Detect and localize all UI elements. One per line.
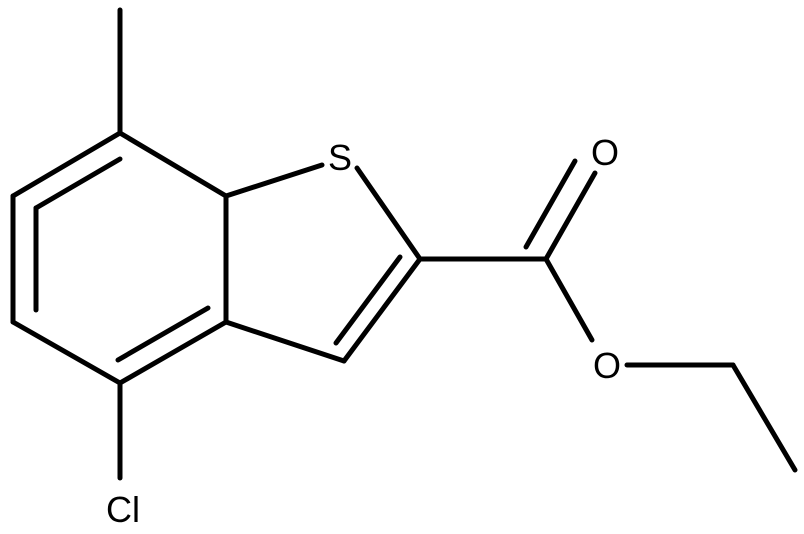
carbonyl-oxygen-label: O xyxy=(591,132,619,173)
ester-oxygen-label: O xyxy=(593,345,621,386)
bond-carbonyl-b xyxy=(523,158,578,250)
bond-c4-c4-inner xyxy=(115,305,211,363)
bond-c2-c3 xyxy=(341,256,423,364)
bond-ch2-ch3 xyxy=(730,362,798,473)
bond-carbonyl-a xyxy=(543,170,598,262)
bond-c7-c7a xyxy=(117,130,229,199)
bond-ccarbonyl-oester xyxy=(543,256,595,343)
sulfur-atom-label: S xyxy=(328,137,352,178)
bond-c3a-c4 xyxy=(117,319,229,386)
bond-c2-c3-inner xyxy=(333,254,403,346)
chlorine-atom-label: Cl xyxy=(106,489,140,530)
bond-c6-c7-inner xyxy=(33,156,123,211)
bond-s-c2 xyxy=(354,165,423,262)
bond-c4-c5 xyxy=(10,319,123,386)
bond-c3-c3a xyxy=(223,319,347,364)
bond-c6-c7 xyxy=(10,130,123,199)
bond-c7a-s xyxy=(223,162,325,199)
